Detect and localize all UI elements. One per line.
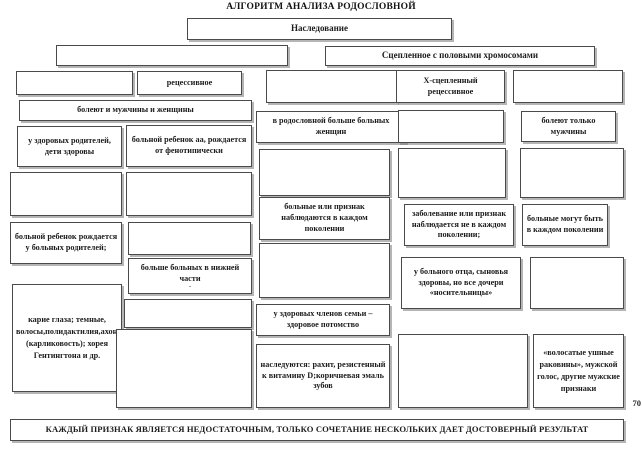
node-col3-r3 bbox=[259, 149, 390, 196]
node-col3-r4-label: больные или признак наблюдаются в каждом… bbox=[281, 202, 368, 233]
node-col3-r4: больные или признак наблюдаются в каждом… bbox=[259, 197, 390, 240]
node-col3-r7-label: наследуются: рахит, резистенный к витами… bbox=[260, 359, 386, 391]
node-branch-left bbox=[56, 45, 288, 66]
node-col5-r5 bbox=[530, 257, 624, 309]
node-branch-right: Сцепленное с половыми хромосомами bbox=[325, 46, 595, 66]
node-col5-r2: болеют только мужчины bbox=[521, 111, 616, 142]
node-col5-r3 bbox=[520, 148, 624, 198]
node-col2-r3-label: больной ребенок аа, рождается от фенотип… bbox=[131, 135, 247, 155]
node-col5-r4: больные могут быть в каждом поколении bbox=[522, 204, 608, 246]
node-col2-r4 bbox=[126, 172, 252, 216]
node-wide-left-r2: болеют и мужчины и женщины bbox=[19, 100, 252, 121]
node-col1-r6-label: карие глаза; темные, волосы,полидактилия… bbox=[16, 315, 121, 360]
node-col4-r4: заболевание или признак наблюдается не в… bbox=[404, 204, 514, 246]
node-col5-r6: «волосатые ушные раковины», мужской голо… bbox=[533, 334, 624, 408]
node-col2-r6: больше больных в нижней части - bbox=[128, 258, 252, 294]
node-col3-r1 bbox=[266, 70, 397, 103]
page-title: АЛГОРИТМ АНАЛИЗА РОДОСЛОВНОЙ bbox=[226, 2, 416, 12]
node-col4-r4-label: заболевание или признак наблюдается не в… bbox=[411, 208, 507, 240]
footer-banner: КАЖДЫЙ ПРИЗНАК ЯВЛЯЕТСЯ НЕДОСТАТОЧНЫМ, Т… bbox=[10, 419, 624, 441]
node-col3-r2: в родословной больше больных женщин bbox=[256, 111, 406, 143]
node-col2-r6-label: больше больных в нижней части bbox=[140, 263, 240, 283]
node-col5-r2-label: болеют только мужчины bbox=[541, 115, 596, 136]
node-col5-r6-label: «волосатые ушные раковины», мужской голо… bbox=[537, 348, 620, 393]
node-wide-left-r2-label: болеют и мужчины и женщины bbox=[77, 105, 194, 115]
node-col4-r6 bbox=[398, 334, 528, 408]
node-col4-r1: Х-сцепленный рецессивное bbox=[396, 70, 505, 103]
node-col1-r3-label: у здоровых родителей, дети здоровы bbox=[28, 135, 111, 156]
node-col2-r6-mark: - bbox=[189, 283, 191, 290]
node-col1-r6: карие глаза; темные, волосы,полидактилия… bbox=[12, 284, 122, 392]
node-col4-r5-label: у больного отца, сыновья здоровы, но все… bbox=[413, 266, 509, 298]
node-col5-r4-label: больные могут быть в каждом поколении bbox=[526, 214, 604, 234]
page-number: 70 bbox=[632, 398, 642, 408]
node-col4-r1-label: Х-сцепленный рецессивное bbox=[423, 75, 478, 96]
node-col3-r7: наследуются: рахит, резистенный к витами… bbox=[256, 344, 390, 408]
node-col4-r2 bbox=[398, 110, 504, 143]
node-col1-r1 bbox=[16, 71, 133, 95]
node-col3-r2-label: в родословной больше больных женщин bbox=[272, 116, 390, 136]
node-col2-r7 bbox=[124, 299, 252, 328]
node-col1-r5: больной ребенок рождается у больных роди… bbox=[10, 222, 122, 264]
node-root-label: Наследование bbox=[291, 23, 348, 34]
node-root: Наследование bbox=[187, 18, 452, 40]
node-col1-r3: у здоровых родителей, дети здоровы bbox=[17, 126, 122, 167]
footer-banner-label: КАЖДЫЙ ПРИЗНАК ЯВЛЯЕТСЯ НЕДОСТАТОЧНЫМ, Т… bbox=[45, 424, 589, 435]
node-col5-r1 bbox=[513, 70, 623, 103]
node-col2-r5 bbox=[128, 222, 251, 255]
node-col1-r5-label: больной ребенок рождается у больных роди… bbox=[14, 232, 118, 252]
node-col3-r5 bbox=[259, 243, 390, 298]
node-col1-r4 bbox=[10, 172, 122, 216]
node-col2-r1-label: рецессивное bbox=[166, 77, 213, 87]
node-col3-r6-label: у здоровых членов семьи – здоровое потом… bbox=[273, 309, 373, 329]
node-col4-r3 bbox=[398, 148, 506, 198]
node-col2-r8 bbox=[116, 329, 252, 408]
node-branch-right-label: Сцепленное с половыми хромосомами bbox=[381, 50, 539, 61]
node-col2-r3: больной ребенок аа, рождается от фенотип… bbox=[126, 125, 252, 167]
node-col3-r6: у здоровых членов семьи – здоровое потом… bbox=[256, 304, 390, 336]
node-col2-r1: рецессивное bbox=[137, 71, 242, 95]
node-col4-r5: у больного отца, сыновья здоровы, но все… bbox=[401, 257, 521, 309]
